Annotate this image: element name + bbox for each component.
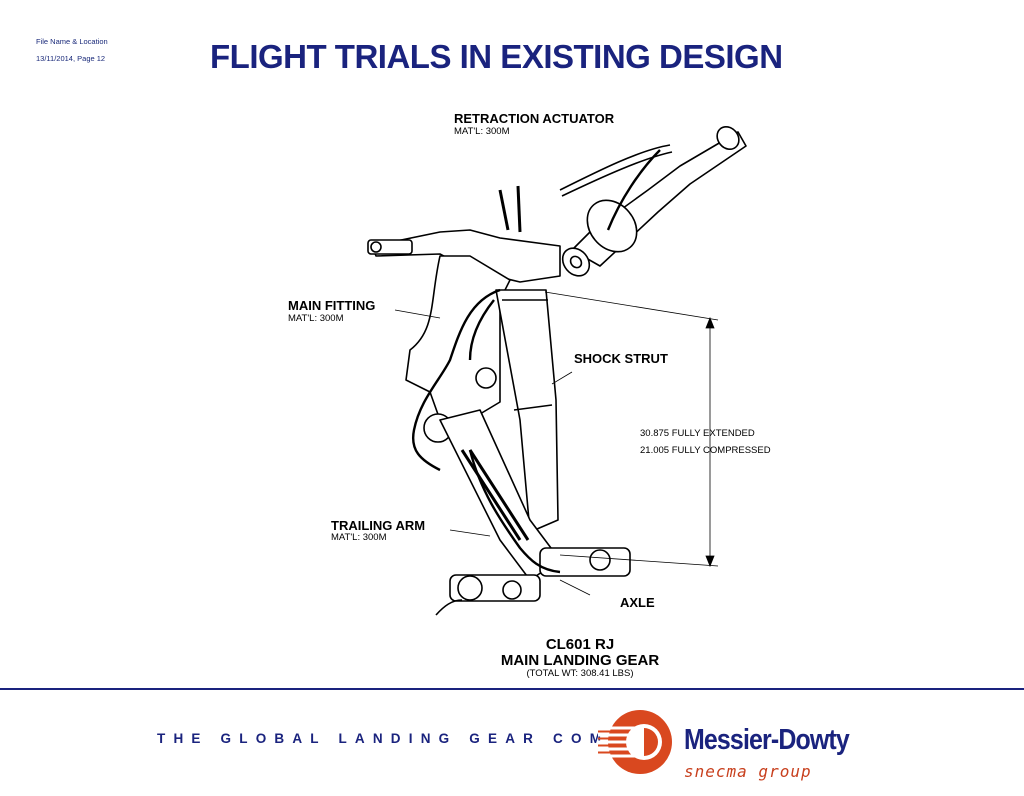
main-fitting-shape	[405, 255, 511, 443]
brand-name: Messier-Dowty	[684, 724, 850, 756]
retraction-actuator-shape	[559, 125, 747, 277]
file-location-label: File Name & Location	[36, 37, 108, 46]
axle-label: AXLE	[620, 595, 655, 610]
main-fitting-label: MAIN FITTING	[288, 298, 376, 313]
shock-strut-label: SHOCK STRUT	[574, 351, 668, 366]
messier-dowty-logo-icon	[598, 710, 672, 774]
hydraulic-lines	[411, 149, 661, 574]
caption-model: CL601 RJ	[545, 636, 615, 653]
footer-divider	[0, 688, 1024, 690]
trailing-arm-label: TRAILING ARM	[331, 518, 426, 533]
caption-weight: (TOTAL WT: 308.41 LBS)	[526, 668, 634, 679]
retraction-actuator-material: MAT'L: 300M	[454, 126, 510, 137]
company-tagline: THE GLOBAL LANDING GEAR COMPANY	[157, 731, 679, 746]
shock-strut-shape	[495, 289, 559, 533]
dimension-extended: 30.875 FULLY EXTENDED	[640, 428, 755, 439]
caption-title: MAIN LANDING GEAR	[500, 652, 660, 669]
slide-title: FLIGHT TRIALS IN EXISTING DESIGN	[210, 38, 783, 75]
date-page-label: 13/11/2014, Page 12	[36, 54, 106, 63]
retraction-actuator-label: RETRACTION ACTUATOR	[454, 111, 615, 126]
brand-subtitle: snecma group	[684, 762, 812, 781]
dimension-compressed: 21.005 FULLY COMPRESSED	[640, 445, 771, 456]
trailing-arm-material: MAT'L: 300M	[331, 532, 387, 543]
main-fitting-material: MAT'L: 300M	[288, 313, 344, 324]
